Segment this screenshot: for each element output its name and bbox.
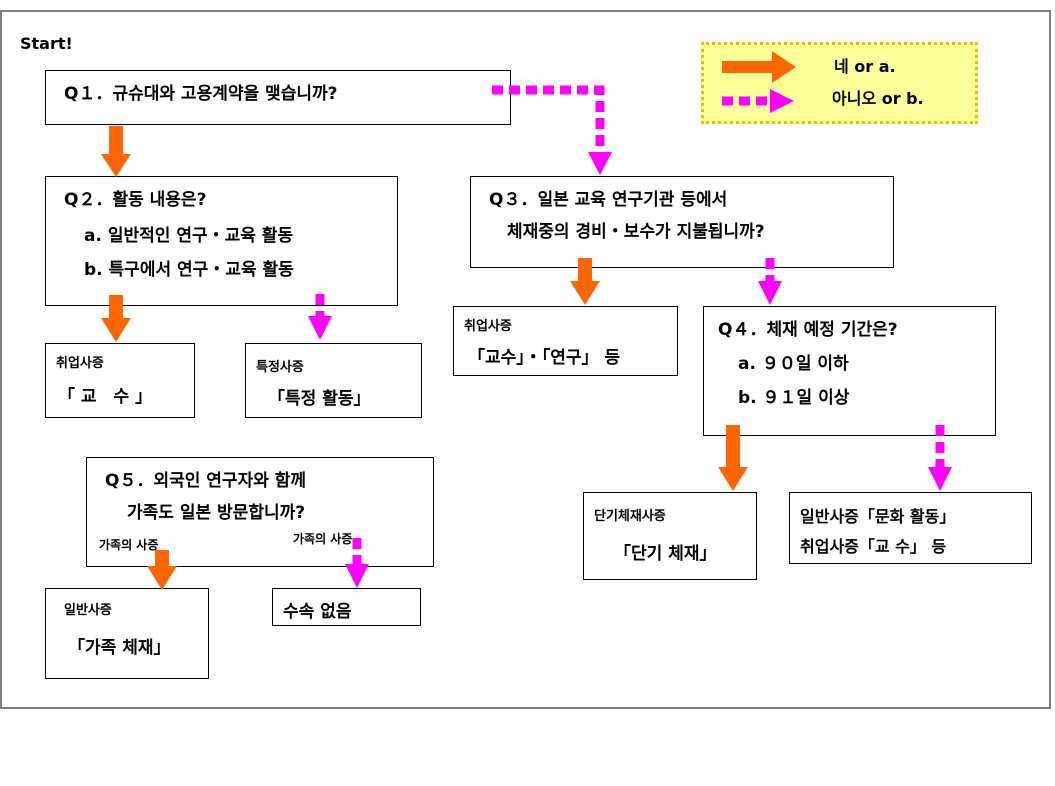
arrow-q2-to-professor: [101, 295, 131, 342]
arrow-q1-to-q3-shaft: [492, 85, 605, 154]
result-prof-research-box: 취업사증 「교수」・「연구」 등: [453, 306, 678, 376]
q4-box: Q４．체재 예정 기간은? a. ９０일 이하 b. ９１일 이상: [703, 306, 996, 436]
result-culture-line2: 취업사증「교 수」 등: [800, 537, 947, 556]
result-no-proc-text: 수속 없음: [283, 602, 352, 622]
q3-line1: Q３．일본 교육 연구기관 등에서: [489, 190, 728, 210]
q3-box: Q３．일본 교육 연구기관 등에서 체재중의 경비・보수가 지불됩니까?: [470, 176, 894, 268]
result-specified-name: 「특정 활동」: [268, 389, 371, 409]
start-label: Start!: [20, 34, 73, 53]
q2-option-b: b. 특구에서 연구・교육 활동: [84, 260, 294, 280]
q4-title: Q４．체재 예정 기간은?: [718, 320, 898, 340]
arrow-q1-to-q3-head: [588, 152, 612, 175]
result-dependent-type: 일반사증: [64, 603, 112, 618]
result-no-proc-box: 수속 없음: [272, 588, 421, 626]
q5-branch-no-label: 가족의 사증: [293, 532, 353, 546]
result-professor-type: 취업사증: [56, 356, 104, 371]
arrow-q3-to-prof-research: [570, 258, 600, 305]
q2-option-a: a. 일반적인 연구・교육 활동: [84, 226, 294, 246]
arrow-q4-to-culture-head: [928, 467, 952, 491]
q3-line2: 체재중의 경비・보수가 지불됩니까?: [507, 222, 765, 242]
arrow-q3-to-q4-head: [758, 281, 782, 305]
arrow-q2-to-specified-head: [308, 316, 332, 340]
q5-line1: Q５．외국인 연구자와 함께: [105, 471, 307, 491]
result-prof-research-type: 취업사증: [464, 319, 512, 334]
q1-box: Q１．규슈대와 고용계약을 맺습니까?: [45, 70, 511, 125]
q2-title: Q２．활동 내용은?: [64, 190, 207, 210]
result-short-stay-box: 단기체재사증 「단기 체재」: [583, 492, 757, 580]
result-prof-research-name: 「교수」・「연구」 등: [468, 348, 621, 368]
result-culture-box: 일반사증「문화 활동」 취업사증「교 수」 등: [789, 492, 1032, 564]
result-professor-box: 취업사증 「 교 수 」: [45, 343, 195, 418]
q5-box: Q５．외국인 연구자와 함께 가족도 일본 방문합니까? 가족의 사증 가족의 …: [86, 457, 434, 567]
q1-text: Q１．규슈대와 고용계약을 맺습니까?: [64, 84, 338, 104]
q5-line2: 가족도 일본 방문합니까?: [127, 503, 306, 523]
result-short-stay-type: 단기체재사증: [594, 509, 666, 524]
result-specified-type: 특정사증: [256, 360, 304, 375]
result-specified-box: 특정사증 「특정 활동」: [245, 343, 422, 418]
legend-no-arrow-head: [770, 89, 794, 113]
arrow-q1-to-q2: [101, 126, 131, 177]
legend-yes-label: 네 or a.: [834, 57, 896, 76]
result-culture-line1: 일반사증「문화 활동」: [800, 507, 956, 526]
arrow-q5-to-no-proc-head: [345, 564, 369, 588]
arrow-q4-to-short-stay: [718, 425, 748, 491]
result-professor-name: 「 교 수 」: [58, 387, 153, 407]
result-dependent-name: 「가족 체재」: [68, 638, 171, 658]
q2-box: Q２．활동 내용은? a. 일반적인 연구・교육 활동 b. 특구에서 연구・교…: [45, 176, 398, 306]
arrow-q5-to-dependent: [147, 550, 177, 590]
legend-no-label: 아니오 or b.: [832, 89, 924, 108]
q4-option-b: b. ９１일 이상: [738, 388, 850, 408]
result-short-stay-name: 「단기 체재」: [614, 544, 717, 564]
q4-option-a: a. ９０일 이하: [738, 354, 849, 374]
result-dependent-box: 일반사증 「가족 체재」: [45, 588, 209, 679]
q5-branch-yes-label: 가족의 사증: [99, 538, 159, 552]
legend-yes-arrow: [722, 51, 796, 83]
legend: 네 or a. 아니오 or b.: [701, 42, 978, 124]
